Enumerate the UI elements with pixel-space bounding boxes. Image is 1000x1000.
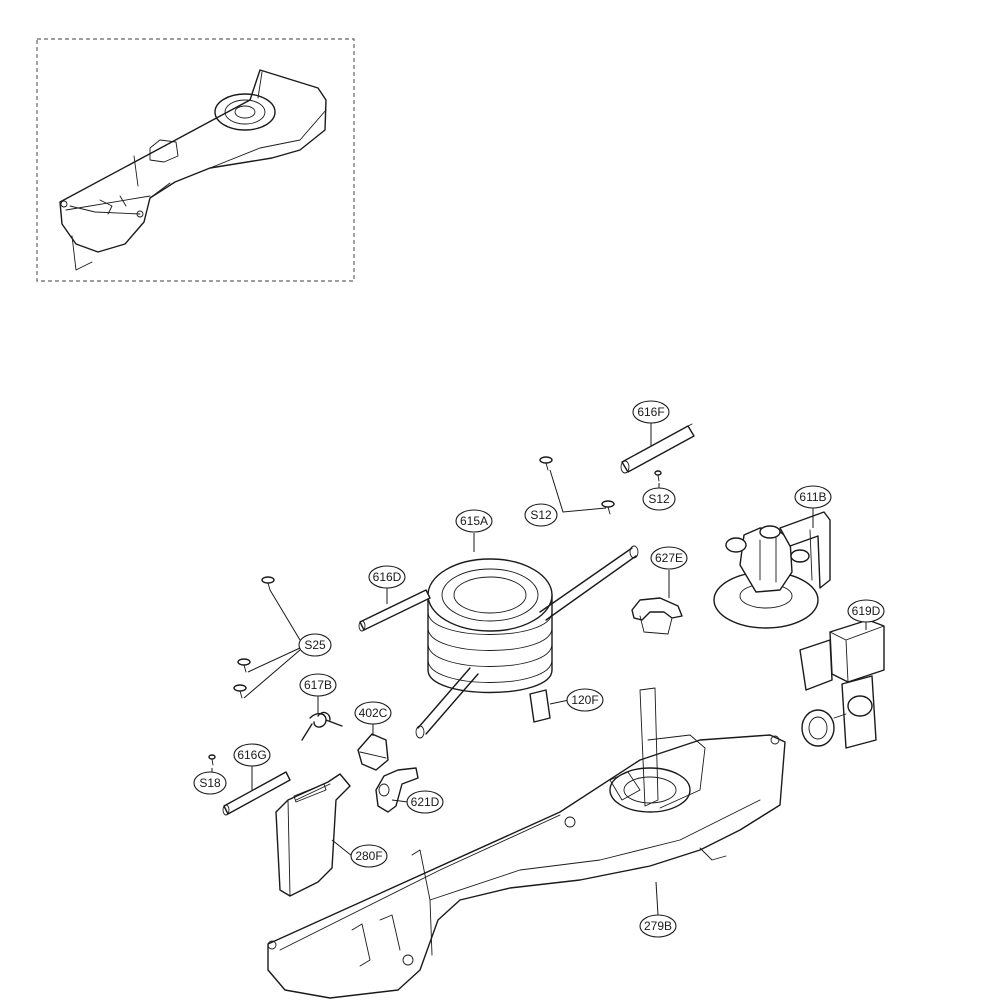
- cover-280f-part: [275, 773, 351, 897]
- label-120f-part: [529, 689, 551, 723]
- callout-619d: 619D: [847, 599, 885, 623]
- callout-120f: 120F: [566, 688, 604, 712]
- callout-619d-label: 619D: [852, 604, 881, 618]
- lever-402c-part: [357, 733, 389, 771]
- rod-616g-part: [222, 771, 291, 816]
- callout-s12-a: S12: [524, 503, 558, 527]
- rod-616d-part: [358, 589, 431, 632]
- callout-s12-b: S12: [642, 487, 676, 511]
- callout-615a: 615A: [455, 509, 493, 533]
- callout-616f: 616F: [632, 400, 670, 424]
- callout-120f-label: 120F: [571, 693, 598, 707]
- callout-280f-label: 280F: [355, 849, 382, 863]
- screw-s25-b: [237, 658, 251, 673]
- callout-621d: 621D: [406, 790, 444, 814]
- callout-617b: 617B: [299, 673, 337, 697]
- screw-s12-a: [539, 456, 553, 471]
- callout-621d-label: 621D: [411, 795, 440, 809]
- callout-616d-label: 616D: [373, 570, 402, 584]
- callout-s12-a-label: S12: [530, 508, 552, 522]
- coil-tubing-part: [415, 545, 639, 739]
- callout-617b-label: 617B: [304, 678, 332, 692]
- callout-402c: 402C: [354, 701, 392, 725]
- callout-616d: 616D: [368, 565, 406, 589]
- callout-s18: S18: [193, 771, 227, 795]
- callout-627e-label: 627E: [655, 551, 683, 565]
- callout-s25-label: S25: [304, 638, 326, 652]
- assembly-overview-inset: [36, 38, 355, 282]
- bracket-621d-part: [375, 767, 419, 813]
- callout-s18-label: S18: [199, 776, 221, 790]
- callout-s25: S25: [298, 633, 332, 657]
- callout-627e: 627E: [650, 546, 688, 570]
- callout-402c-label: 402C: [359, 706, 388, 720]
- assembly-overview-drawing: [59, 69, 327, 271]
- callout-611b-label: 611B: [799, 490, 826, 504]
- callout-616g: 616G: [233, 743, 271, 767]
- screw-s12-b: [601, 500, 615, 515]
- screw-s25-c: [233, 684, 247, 699]
- rod-616f-part: [620, 423, 695, 474]
- callout-280f: 280F: [350, 844, 388, 868]
- callout-611b: 611B: [794, 485, 832, 509]
- callout-616g-label: 616G: [237, 748, 266, 762]
- callout-616f-label: 616F: [637, 405, 664, 419]
- spring-617b-part: [301, 711, 343, 741]
- screw-s18: [208, 754, 216, 766]
- screw-s25-a: [261, 576, 275, 591]
- callout-279b-label: 279B: [644, 919, 672, 933]
- clip-627e-part: [631, 597, 683, 635]
- callout-279b: 279B: [639, 914, 677, 938]
- valve-619d-part: [799, 619, 885, 749]
- main-housing-part: [267, 687, 786, 999]
- screw-s12-c: [654, 470, 662, 482]
- leader-lines: [211, 423, 867, 916]
- callout-615a-label: 615A: [460, 514, 488, 528]
- callout-s12-b-label: S12: [648, 492, 670, 506]
- valve-assembly-611b-part: [713, 511, 831, 629]
